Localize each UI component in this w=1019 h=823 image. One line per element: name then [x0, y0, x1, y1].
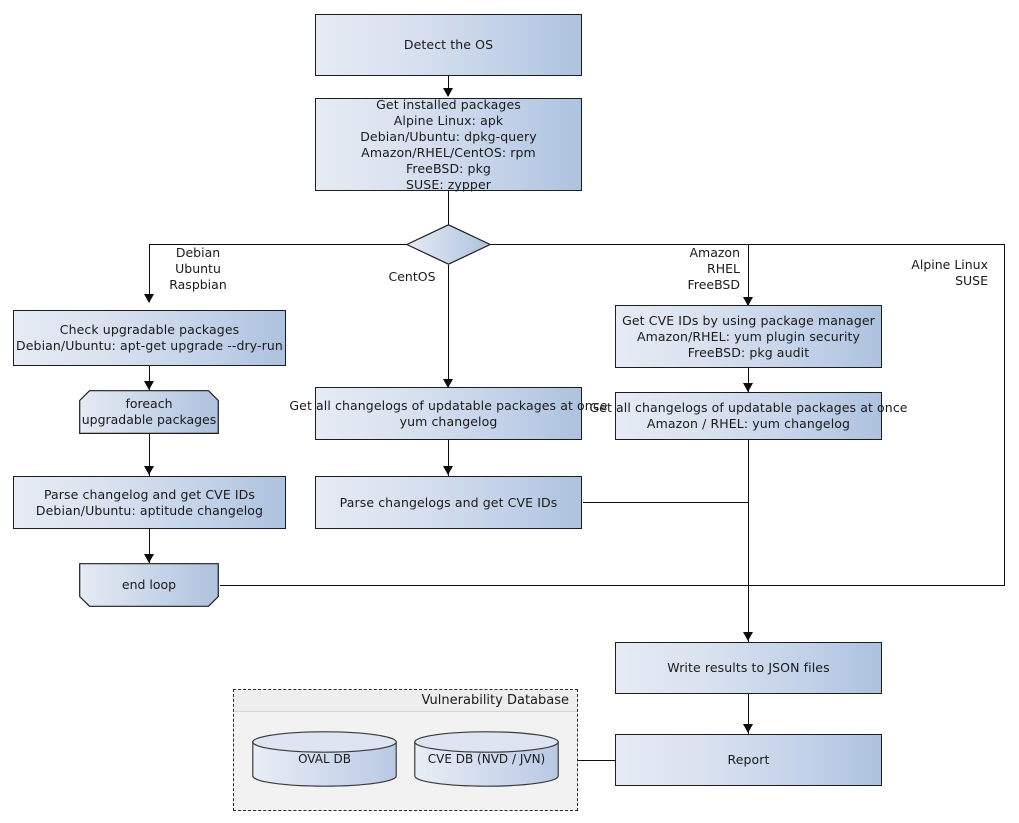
edge-foreach-to-parse [149, 434, 150, 476]
database-cylinder-cve-label: CVE DB (NVD / JVN) [427, 752, 546, 766]
node-foreach-loop[interactable]: foreach upgradable packages [79, 390, 219, 434]
node-detect-os[interactable]: Detect the OS [315, 14, 582, 76]
installed-line-2: Alpine Linux: apk [393, 112, 504, 128]
arrowhead-debian-branch [144, 294, 154, 303]
arrowhead-changelogs-to-parse-centos [443, 466, 453, 475]
arrowhead-parse-to-endloop [144, 554, 154, 563]
edge-decision-left-bus [149, 244, 407, 245]
node-parse-changelog-debian-text: Parse changelog and get CVE IDs Debian/U… [14, 487, 285, 519]
node-parse-changelog-debian[interactable]: Parse changelog and get CVE IDs Debian/U… [13, 476, 286, 529]
branch-label-debian: Debian Ubuntu Raspbian [169, 245, 227, 292]
get-cve-ids-line-3: FreeBSD: pkg audit [687, 344, 810, 360]
parse-changelog-deb-line-2: Debian/Ubuntu: aptitude changelog [35, 502, 264, 518]
edge-centos-drop [448, 265, 449, 387]
edge-cveids-to-changelogs-rhel [748, 368, 749, 392]
installed-line-6: SUSE: zypper [406, 176, 491, 192]
branch-label-amazon: Amazon RHEL FreeBSD [687, 245, 740, 292]
branch-label-centos: CentOS [388, 269, 436, 284]
database-cylinder-oval[interactable]: OVAL DB [252, 731, 397, 787]
arrowhead-amazon-branch [743, 297, 753, 306]
get-changelogs-centos-line-2: yum changelog [399, 413, 498, 429]
edge-decision-right-bus [490, 244, 1005, 245]
check-upgradable-line-2: Debian/Ubuntu: apt-get upgrade --dry-run [16, 338, 283, 353]
database-cylinder-oval-label: OVAL DB [298, 752, 351, 766]
arrowhead-cveids-to-changelogs-rhel [743, 383, 753, 392]
get-cve-ids-line-1: Get CVE IDs by using package manager [622, 312, 875, 328]
edge-installed-to-decision [448, 191, 449, 226]
node-check-upgradable-text: Check upgradable packages Debian/Ubuntu:… [14, 322, 285, 354]
get-changelogs-centos-line-1: Get all changelogs of updatable packages… [289, 397, 608, 413]
check-upgradable-line-1: Check upgradable packages [59, 322, 240, 337]
edge-endloop-to-rail [220, 585, 1005, 586]
vulnerability-database-group: Vulnerability Database OVAL DB [233, 689, 578, 811]
node-get-cve-ids-package-manager-text: Get CVE IDs by using package manager Ama… [616, 313, 881, 361]
parse-changelog-deb-line-1: Parse changelog and get CVE IDs [43, 486, 256, 502]
edge-debian-drop [149, 244, 150, 302]
edge-write-to-report [748, 694, 749, 734]
node-get-installed-packages[interactable]: Get installed packages Alpine Linux: apk… [315, 97, 582, 193]
edge-changelogs-to-parse-centos [448, 440, 449, 476]
branch-label-alpine: Alpine Linux SUSE [911, 257, 988, 288]
arrowhead-detect-to-installed [443, 88, 453, 97]
cylinder-icon [252, 731, 397, 787]
edge-vulndb-to-report [578, 760, 615, 761]
node-end-loop-label: end loop [121, 577, 177, 592]
foreach-loop-shape-icon [79, 390, 219, 434]
edge-alpine-rail [1004, 244, 1005, 585]
node-get-changelogs-centos-text: Get all changelogs of updatable packages… [289, 398, 609, 430]
get-cve-ids-line-2: Amazon/RHEL: yum plugin security [636, 328, 861, 344]
node-parse-changelogs-centos[interactable]: Parse changelogs and get CVE IDs [315, 476, 582, 529]
get-changelogs-rhel-line-1: Get all changelogs of updatable packages… [589, 400, 908, 415]
node-os-decision[interactable] [406, 224, 491, 265]
node-get-changelogs-rhel-text: Get all changelogs of updatable packages… [589, 400, 909, 432]
decision-diamond-icon [406, 224, 491, 265]
node-write-results[interactable]: Write results to JSON files [615, 642, 882, 694]
installed-line-4: Amazon/RHEL/CentOS: rpm [361, 144, 536, 160]
edge-parse-centos-to-main [583, 502, 749, 503]
installed-line-5: FreeBSD: pkg [406, 160, 491, 176]
node-end-loop[interactable]: end loop [79, 563, 219, 607]
installed-line-3: Debian/Ubuntu: dpkg-query [360, 128, 537, 144]
get-changelogs-rhel-line-2: Amazon / RHEL: yum changelog [646, 416, 851, 431]
node-foreach-loop-label: foreach upgradable packages [81, 396, 217, 427]
node-detect-os-label: Detect the OS [403, 37, 494, 52]
node-get-cve-ids-package-manager[interactable]: Get CVE IDs by using package manager Ama… [615, 305, 882, 368]
node-get-changelogs-centos[interactable]: Get all changelogs of updatable packages… [289, 387, 607, 440]
arrowhead-check-to-foreach [144, 381, 154, 390]
node-report-label: Report [727, 752, 770, 767]
node-get-changelogs-rhel[interactable]: Get all changelogs of updatable packages… [589, 392, 907, 440]
database-cylinder-cve[interactable]: CVE DB (NVD / JVN) [414, 731, 559, 787]
cylinder-icon [414, 731, 559, 787]
node-report[interactable]: Report [615, 734, 882, 786]
arrowhead-foreach-to-parse [144, 466, 154, 475]
end-loop-shape-icon [79, 563, 219, 607]
node-parse-changelogs-centos-label: Parse changelogs and get CVE IDs [339, 494, 558, 510]
arrowhead-write-to-report [743, 724, 753, 733]
node-get-installed-packages-text: Get installed packages Alpine Linux: apk… [316, 97, 581, 193]
node-check-upgradable[interactable]: Check upgradable packages Debian/Ubuntu:… [13, 310, 286, 366]
edge-main-to-write-results [748, 440, 749, 642]
arrowhead-centos-branch [443, 379, 453, 388]
edge-parse-to-endloop [149, 529, 150, 563]
edge-amazon-drop [748, 244, 749, 305]
edge-detect-to-installed [448, 76, 449, 96]
node-write-results-label: Write results to JSON files [667, 660, 830, 675]
edge-check-to-foreach [149, 366, 150, 390]
arrowhead-main-to-write-results [743, 632, 753, 641]
installed-line-1: Get installed packages [376, 96, 521, 112]
vulnerability-database-title: Vulnerability Database [234, 690, 577, 712]
